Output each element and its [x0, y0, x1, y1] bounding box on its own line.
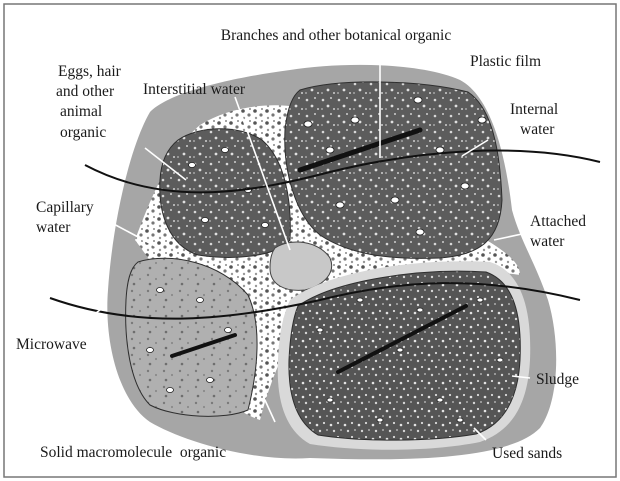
label-sludge: Sludge	[536, 371, 579, 388]
label-internal-water-1: Internal	[510, 101, 558, 118]
label-eggs-1: Eggs, hair	[58, 63, 122, 80]
label-plastic-film: Plastic film	[470, 53, 541, 70]
label-microwave: Microwave	[16, 336, 87, 353]
label-capillary-water-2: water	[36, 219, 71, 236]
label-internal-water-2: water	[520, 121, 555, 138]
label-eggs-3: animal	[60, 103, 102, 120]
label-attached-water-1: Attached	[530, 213, 586, 230]
botanical-organic-particle	[285, 82, 502, 258]
label-attached-water-2: water	[530, 233, 565, 250]
sludge-particle	[289, 271, 520, 440]
label-branches: Branches and other botanical organic	[221, 27, 452, 44]
label-interstitial-water: Interstitial water	[143, 81, 246, 98]
label-eggs-4: organic	[60, 124, 106, 141]
label-eggs-2: and other	[56, 83, 115, 100]
label-capillary-water-1: Capillary	[36, 199, 94, 216]
label-used-sands: Used sands	[492, 445, 562, 462]
label-solid-macromolecule: Solid macromolecule organic	[40, 444, 226, 461]
